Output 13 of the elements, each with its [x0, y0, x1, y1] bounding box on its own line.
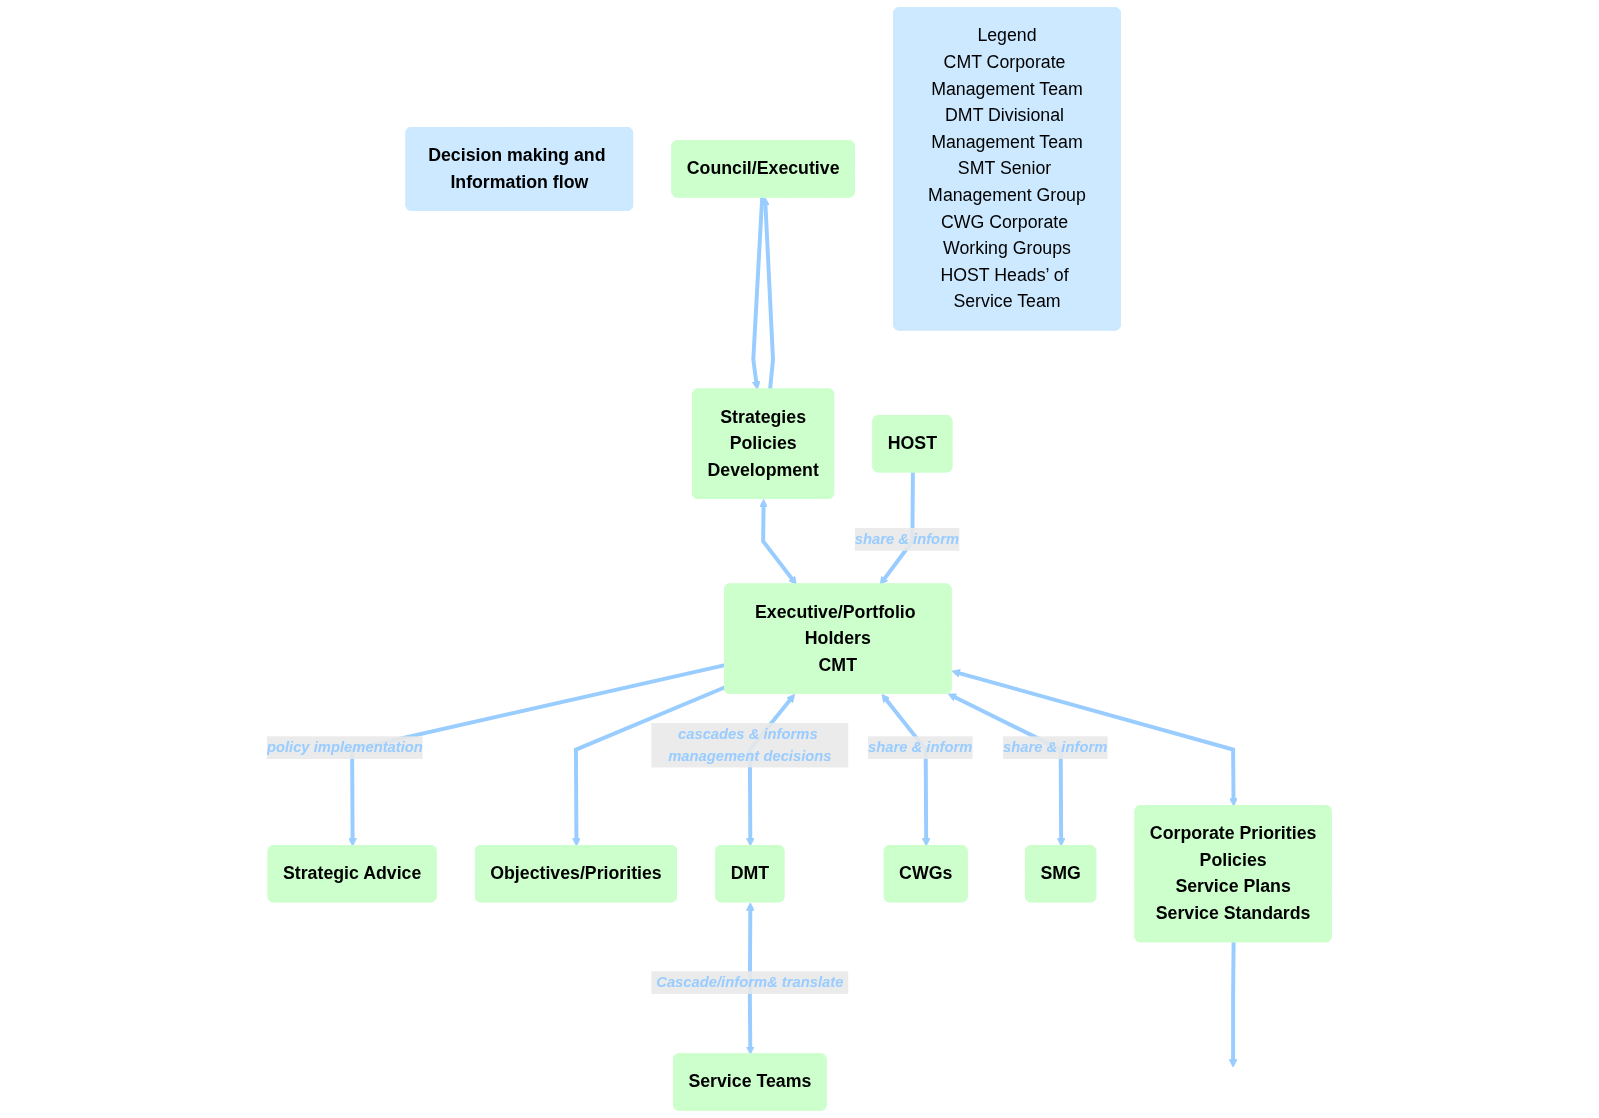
arrow — [952, 669, 1239, 807]
edge-label: policy implementation — [267, 738, 424, 756]
edge-label: share & inform — [855, 529, 960, 547]
arrow — [572, 685, 727, 847]
arrow — [1229, 942, 1238, 1068]
edge-label: Cascade/inform& translate — [656, 973, 844, 990]
arrow — [761, 197, 776, 390]
edge-label: share & inform — [868, 738, 973, 756]
edge-label: share & inform — [1003, 738, 1108, 756]
arrow — [751, 197, 765, 390]
edge-label: cascades & informs management decisions — [668, 724, 833, 764]
arrow — [759, 498, 798, 585]
arrow — [746, 902, 756, 1055]
